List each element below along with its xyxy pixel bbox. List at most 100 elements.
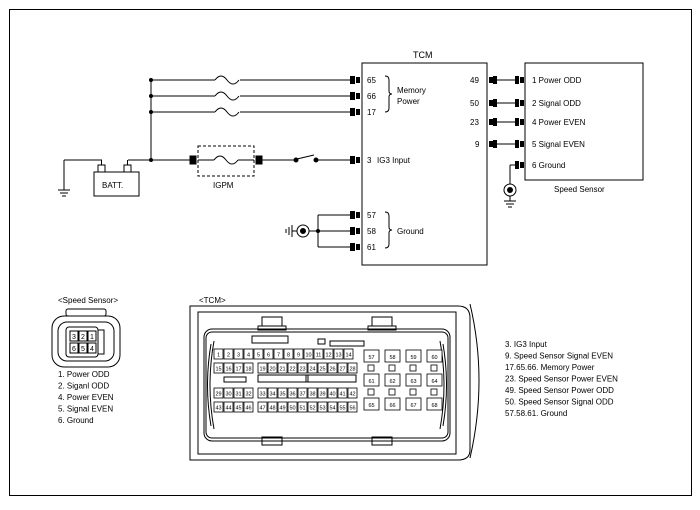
tcm-connector-pin bbox=[233, 362, 244, 374]
tcm-connector-large-pin bbox=[384, 373, 401, 387]
tcm-connector-pin-number: 8 bbox=[287, 353, 290, 359]
tcm-pin-49: 49 bbox=[470, 76, 479, 85]
tcm-connector-large-pin-number: 68 bbox=[431, 403, 437, 409]
tcm-connector-legend-item: 50. Speed Sensor Signal ODD bbox=[505, 398, 614, 407]
tcm-connector-pin-number: 32 bbox=[245, 392, 251, 398]
speed-connector-legend-item: 4. Power EVEN bbox=[58, 393, 114, 402]
tcm-connector-pin-number: 5 bbox=[257, 353, 260, 359]
junction-dots bbox=[149, 78, 320, 233]
tcm-connector-large-pin bbox=[384, 349, 401, 363]
tcm-connector-pin bbox=[233, 401, 244, 413]
tcm-pin-65: 65 bbox=[367, 76, 376, 85]
battery-box bbox=[93, 171, 140, 197]
tcm-connector-large-pin-number: 61 bbox=[368, 379, 374, 385]
tcm-connector-pin-cavity bbox=[367, 388, 375, 396]
tcm-box bbox=[361, 62, 488, 266]
tcm-connector-pin-number: 16 bbox=[225, 367, 231, 373]
tcm-connector-pin bbox=[327, 401, 338, 413]
tcm-connector-pin-cavity bbox=[430, 388, 438, 396]
tcm-connector-pin-number: 37 bbox=[299, 392, 305, 398]
speed-sensor-title: Speed Sensor bbox=[554, 185, 605, 194]
speed-connector-drawing bbox=[51, 308, 121, 368]
tcm-connector-pin bbox=[347, 387, 358, 399]
tcm-connector-pin-number: 25 bbox=[319, 367, 325, 373]
tcm-connector-pin-number: 44 bbox=[225, 406, 231, 412]
tcm-connector-pin-number: 39 bbox=[319, 392, 325, 398]
tcm-connector-large-pin-number: 59 bbox=[410, 355, 416, 361]
tcm-connector-pin-number: 42 bbox=[349, 392, 355, 398]
tcm-connector-pin bbox=[297, 401, 308, 413]
tcm-connector-pin bbox=[287, 362, 298, 374]
igpm-box bbox=[197, 145, 255, 177]
tcm-connector-pin-number: 24 bbox=[309, 367, 315, 373]
tcm-connector-pin-cavity bbox=[409, 364, 417, 372]
speed-connector-pin bbox=[69, 342, 79, 354]
sensor-pin-4-label: 4 Power EVEN bbox=[532, 118, 586, 127]
tcm-pin-57: 57 bbox=[367, 211, 376, 220]
tcm-pin-9: 9 bbox=[475, 140, 480, 149]
tcm-connector-pin-number: 51 bbox=[299, 406, 305, 412]
tcm-connector-pin bbox=[317, 362, 328, 374]
tcm-connector-pin bbox=[273, 348, 284, 360]
tcm-connector-pin bbox=[287, 387, 298, 399]
tcm-connector-large-pin bbox=[426, 373, 443, 387]
tcm-connector-pin bbox=[307, 401, 318, 413]
igpm-label: IGPM bbox=[213, 181, 234, 190]
tcm-connector-pin-number: 4 bbox=[247, 353, 250, 359]
tcm-connector-pin bbox=[307, 387, 318, 399]
tcm-connector-pin-number: 49 bbox=[279, 406, 285, 412]
tcm-connector-pin-number: 22 bbox=[289, 367, 295, 373]
tcm-connector-pin bbox=[223, 362, 234, 374]
tcm-left-pin-stubs bbox=[350, 76, 360, 251]
tcm-connector-pin bbox=[257, 401, 268, 413]
tcm-connector-pin bbox=[243, 401, 254, 413]
tcm-connector-large-pin-number: 64 bbox=[431, 379, 437, 385]
tcm-connector-pin-number: 48 bbox=[269, 406, 275, 412]
speed-sensor-box bbox=[524, 62, 644, 181]
tcm-connector-pin bbox=[317, 401, 328, 413]
tcm-connector-pin-number: 38 bbox=[309, 392, 315, 398]
tcm-connector-pin bbox=[263, 348, 274, 360]
tcm-title: TCM bbox=[413, 50, 433, 60]
tcm-connector-large-pin-number: 57 bbox=[368, 355, 374, 361]
tcm-connector-pin bbox=[297, 362, 308, 374]
tcm-connector-large-pin bbox=[426, 397, 443, 411]
tcm-connector-large-pin bbox=[426, 349, 443, 363]
tcm-connector-drawing bbox=[189, 303, 480, 461]
tcm-connector-pin bbox=[257, 387, 268, 399]
tcm-connector-legend-item: 49. Speed Sensor Power ODD bbox=[505, 386, 614, 395]
tcm-connector-large-pin-number: 60 bbox=[431, 355, 437, 361]
tcm-connector-pin-number: 21 bbox=[279, 367, 285, 373]
speed-connector-pin-number: 6 bbox=[72, 346, 76, 353]
speed-connector-pin-number: 3 bbox=[72, 334, 76, 341]
tcm-connector-pin-number: 45 bbox=[235, 406, 241, 412]
tcm-connector-pin-number: 52 bbox=[309, 406, 315, 412]
tcm-connector-pin bbox=[233, 387, 244, 399]
tcm-connector-pin-number: 12 bbox=[325, 353, 331, 359]
tcm-pin-17: 17 bbox=[367, 108, 376, 117]
memory-power-label-2: Power bbox=[397, 97, 420, 106]
tcm-connector-pin bbox=[223, 401, 234, 413]
sensor-pin-stubs bbox=[515, 76, 524, 169]
tcm-connector-pin bbox=[243, 348, 254, 360]
tcm-connector-pin-number: 41 bbox=[339, 392, 345, 398]
tcm-connector-large-pin-number: 63 bbox=[410, 379, 416, 385]
tcm-connector-large-pin-number: 62 bbox=[389, 379, 395, 385]
tcm-connector-pin bbox=[337, 362, 348, 374]
sensor-pin-1-label: 1 Power ODD bbox=[532, 76, 582, 85]
tcm-connector-pin bbox=[293, 348, 304, 360]
tcm-connector-pin bbox=[213, 401, 224, 413]
speed-connector-pin-number: 4 bbox=[90, 346, 94, 353]
tcm-connector-large-pin bbox=[363, 397, 380, 411]
tcm-connector-pin-number: 17 bbox=[235, 367, 241, 373]
tcm-connector-pin-number: 29 bbox=[215, 392, 221, 398]
tcm-connector-pin bbox=[313, 348, 324, 360]
tcm-connector-pin bbox=[213, 362, 224, 374]
tcm-connector-large-pin bbox=[405, 349, 422, 363]
tcm-ground-label: Ground bbox=[397, 227, 424, 236]
